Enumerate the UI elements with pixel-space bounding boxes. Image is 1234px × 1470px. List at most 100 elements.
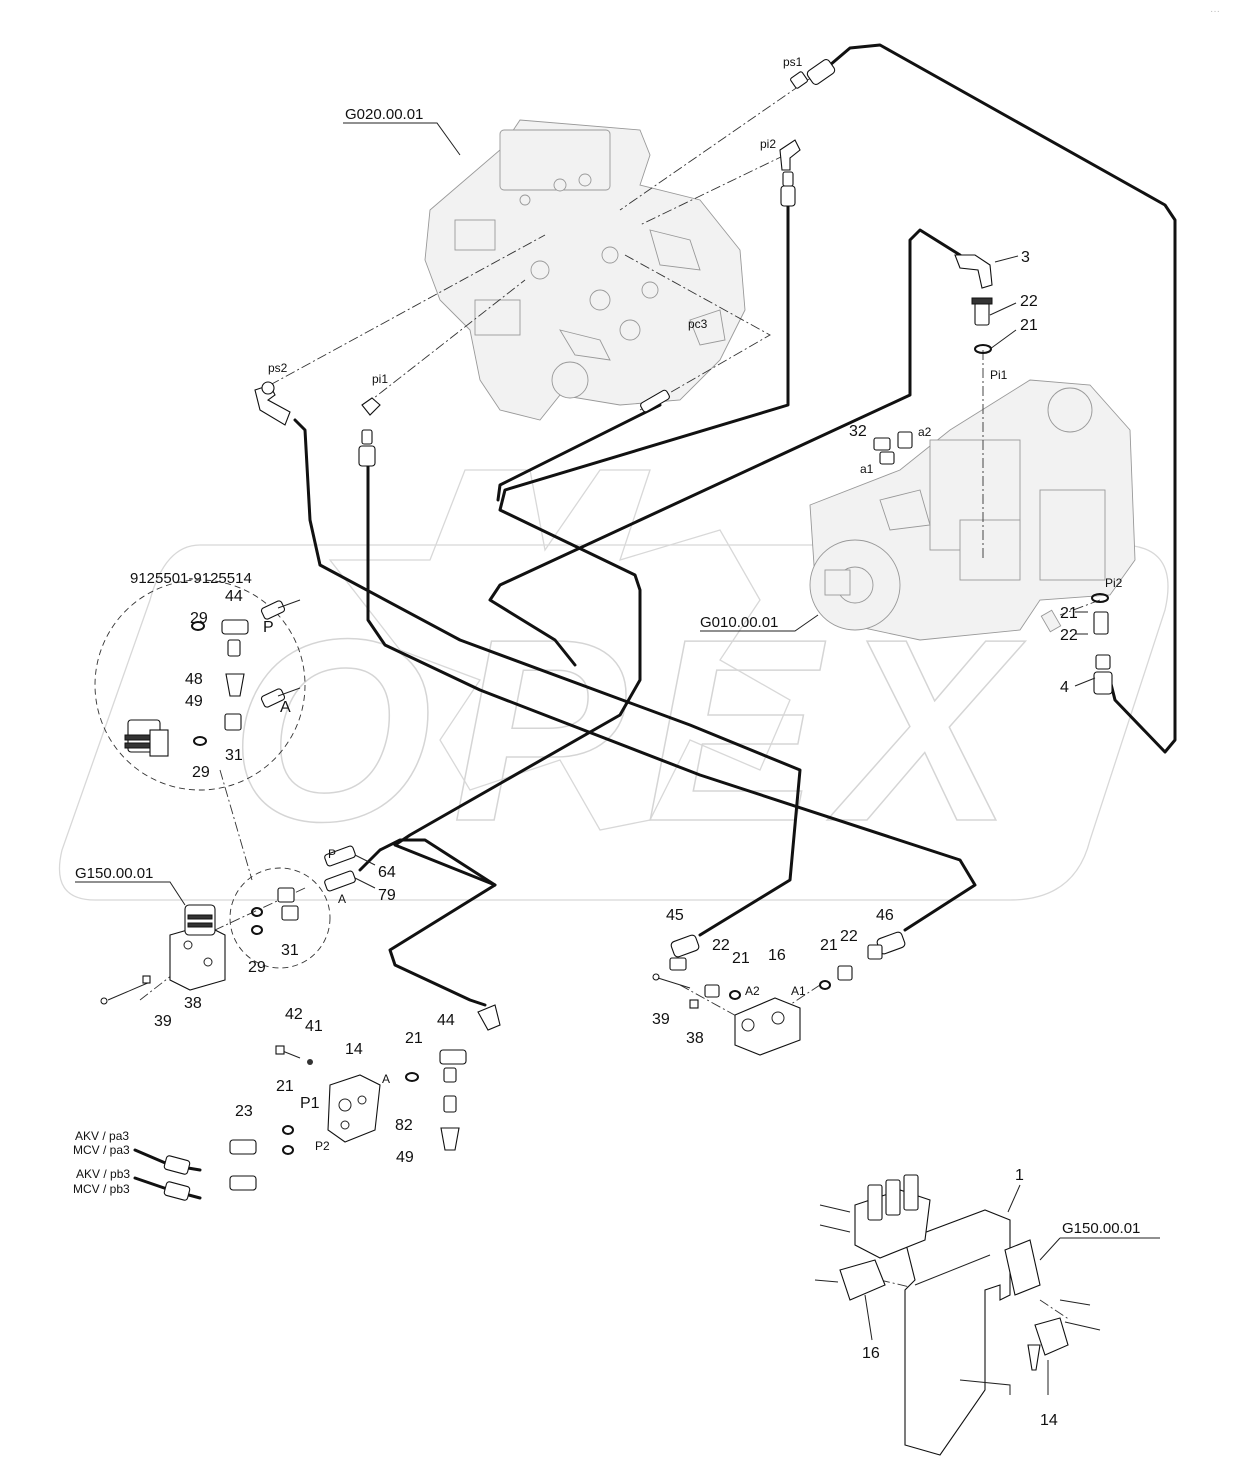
callout-82: 82: [395, 1117, 413, 1134]
bracket-1: [904, 1209, 1011, 1456]
hose-79: [324, 870, 356, 892]
port-A1: A1: [791, 984, 806, 998]
port-pc3: pc3: [688, 317, 708, 331]
pi1-elbow: [361, 397, 381, 416]
port-A-detail: A: [280, 699, 291, 716]
callout-29c: 29: [248, 959, 266, 976]
label-solenoid-bottom: G150.00.01: [1062, 1220, 1140, 1237]
main-control-valve: [424, 119, 746, 421]
port-a2: a2: [918, 425, 932, 439]
hose-pb3-akv: AKV / pb3: [76, 1167, 130, 1181]
pipe-a-line: [358, 838, 497, 887]
callout-22b: 22: [1060, 627, 1078, 644]
leader-lines: [75, 122, 1160, 1395]
port-ps1: ps1: [783, 55, 803, 69]
callout-45: 45: [666, 907, 684, 924]
bolt-39a: [107, 981, 151, 1001]
adapter-22a: [974, 302, 990, 326]
callout-38b: 38: [686, 1030, 704, 1047]
callout-23: 23: [235, 1103, 253, 1120]
callout-3: 3: [1021, 249, 1030, 266]
detail-circle-serial: [94, 579, 306, 791]
label-main-valve: G020.00.01: [345, 106, 423, 123]
callout-48: 48: [185, 671, 203, 688]
hose-pb3-mcv: MCV / pb3: [73, 1182, 130, 1196]
label-serial-range: 9125501-9125514: [130, 570, 252, 587]
manifold-16: [652, 931, 906, 1056]
ps1-fitting: [806, 59, 836, 85]
callout-4: 4: [1060, 679, 1069, 696]
adapter-22b: [1093, 611, 1109, 635]
callout-79: 79: [378, 887, 396, 904]
tee-44b: [439, 1049, 467, 1065]
callout-21d: 21: [820, 937, 838, 954]
callout-21a: 21: [1020, 317, 1038, 334]
callout-21b: 21: [1060, 605, 1078, 622]
coil-left: [184, 904, 216, 936]
port-A2: A2: [745, 984, 760, 998]
callout-16a: 16: [768, 947, 786, 964]
fitting-23: [229, 1139, 257, 1155]
pipe-pi1: [366, 463, 977, 932]
callout-64: 64: [378, 864, 396, 881]
callout-46: 46: [876, 907, 894, 924]
watermark-text: OPEX: [230, 586, 1033, 876]
port-P-left: P: [328, 847, 336, 861]
port-P2: P2: [315, 1139, 330, 1153]
callout-29b: 29: [192, 764, 210, 781]
pi2-elbow: [779, 139, 801, 171]
callout-29a: 29: [190, 610, 208, 627]
callout-21c: 21: [732, 950, 750, 967]
callout-14b: 14: [1040, 1412, 1058, 1429]
hose-end-4: [1095, 654, 1111, 670]
port-pi1: pi1: [372, 372, 388, 386]
port-Pi2: Pi2: [1105, 576, 1123, 590]
port-A-block: A: [382, 1072, 390, 1086]
labels: G020.00.01 G010.00.01 G150.00.01 G150.00…: [73, 55, 1140, 1429]
callout-44b: 44: [437, 1012, 455, 1029]
bracket-assembly-inset: [814, 1174, 1101, 1456]
callout-42: 42: [285, 1006, 303, 1023]
port-Pi1: Pi1: [990, 368, 1008, 382]
oring-21b: [1091, 593, 1109, 603]
tee-44a: [221, 619, 249, 635]
callout-41: 41: [305, 1018, 323, 1035]
hose-pa3-mcv: MCV / pa3: [73, 1143, 130, 1157]
pipe-pc3: [496, 403, 662, 502]
port-A-left: A: [338, 892, 346, 906]
callout-21f: 21: [276, 1078, 294, 1095]
hose-pa3-akv: AKV / pa3: [75, 1129, 129, 1143]
pipe-ps2: [293, 418, 802, 937]
solenoid-block-left: [100, 845, 376, 1005]
hydraulic-pump: [809, 379, 1136, 641]
callout-31b: 31: [281, 942, 299, 959]
hose-64: [324, 845, 356, 867]
opex-watermark: OPEX ···: [58, 6, 1220, 901]
callout-16b: 16: [862, 1345, 880, 1362]
fitting-a: [260, 688, 286, 708]
pipe-fittings: [254, 59, 1113, 695]
callout-49b: 49: [396, 1149, 414, 1166]
pc3-fitting: [640, 389, 670, 413]
oring-21a: [974, 344, 992, 354]
bolt-39b: [657, 977, 691, 989]
callout-1: 1: [1015, 1167, 1024, 1184]
callout-44a: 44: [225, 588, 243, 605]
pipe-pi1-pump: [488, 228, 962, 667]
corner-mark: ···: [1210, 6, 1220, 17]
callout-22a: 22: [1020, 293, 1038, 310]
port-a1: a1: [860, 462, 874, 476]
adapter-31a: [224, 713, 242, 731]
label-pump: G010.00.01: [700, 614, 778, 631]
callout-14a: 14: [345, 1041, 363, 1058]
pipes: [293, 43, 1177, 1007]
callout-49a: 49: [185, 693, 203, 710]
callout-22c: 22: [712, 937, 730, 954]
pipe-pi2: [388, 203, 790, 1007]
callout-21e: 21: [405, 1030, 423, 1047]
callout-39b: 39: [652, 1011, 670, 1028]
fitting-32: [873, 437, 891, 451]
port-pi2: pi2: [760, 137, 776, 151]
callout-39a: 39: [154, 1013, 172, 1030]
